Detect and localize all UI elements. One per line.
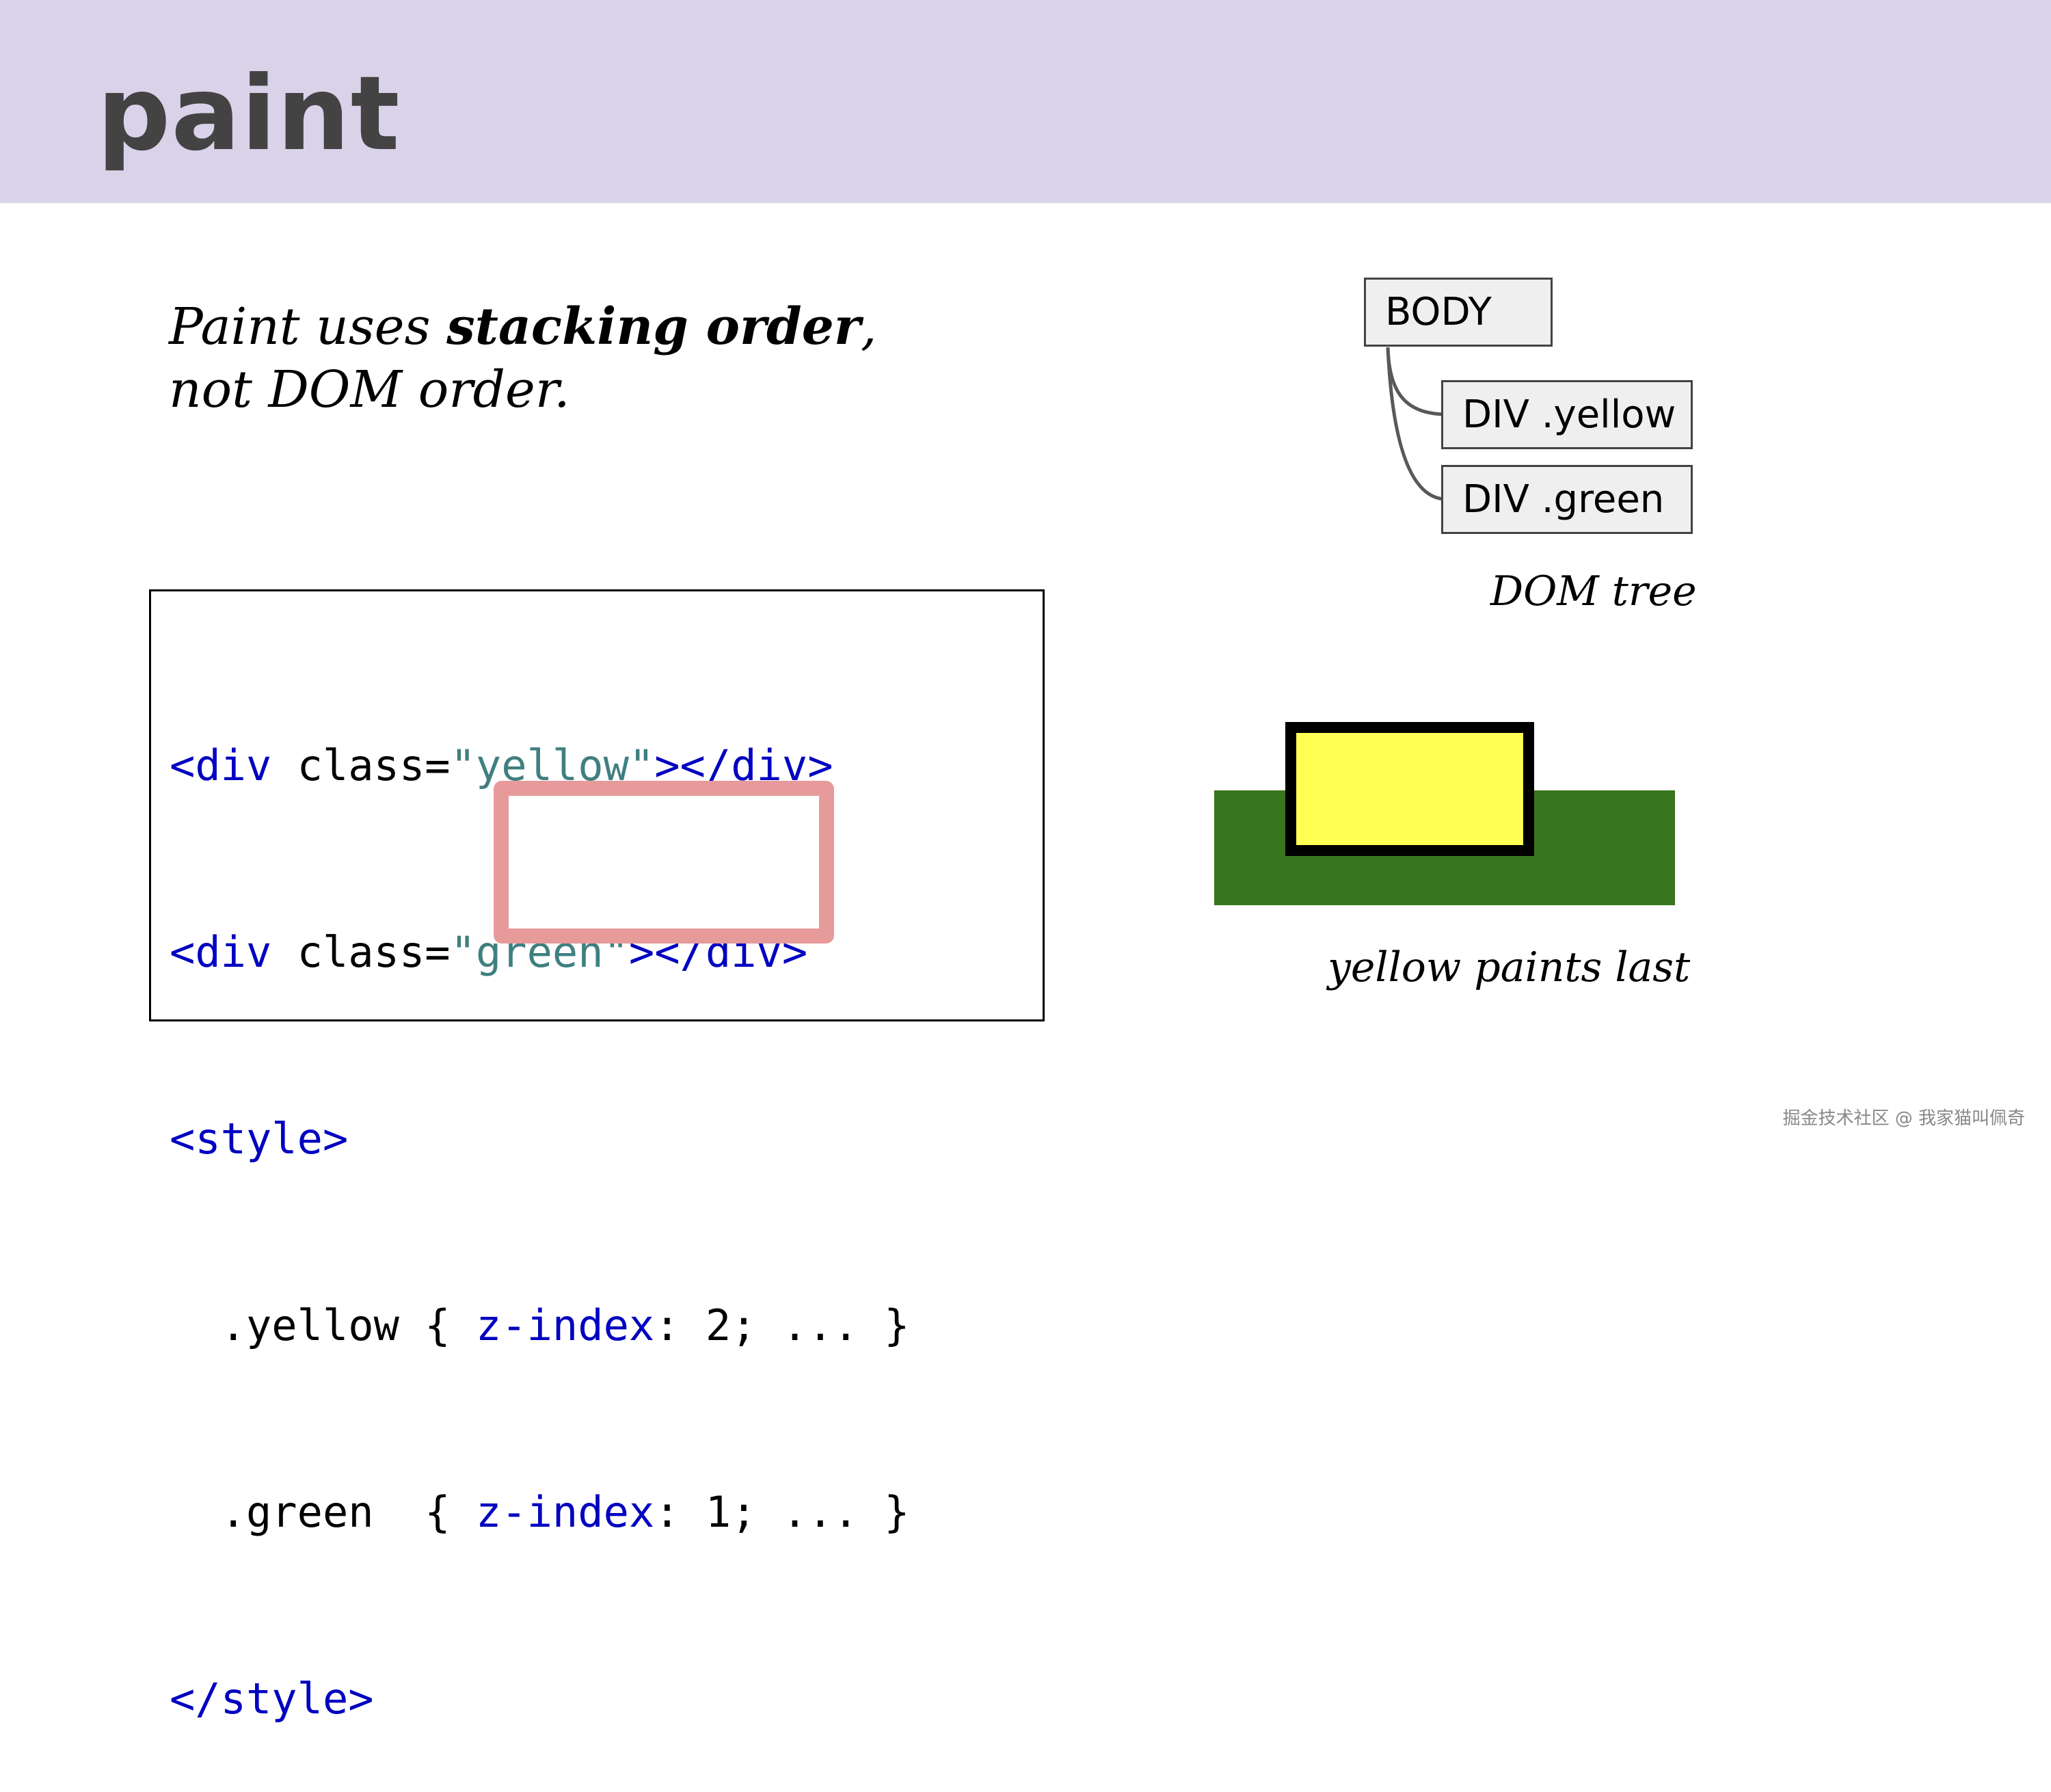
code-box bbox=[149, 589, 1045, 1021]
slide-title: paint bbox=[97, 55, 401, 174]
code-selector: .yellow { bbox=[170, 1300, 476, 1350]
slide-subtitle: Paint uses stacking order, not DOM order… bbox=[169, 295, 876, 421]
code-selector: .green { bbox=[170, 1487, 476, 1537]
connector-body-yellow bbox=[1386, 347, 1445, 416]
code-rest: : 1; ... } bbox=[654, 1487, 910, 1537]
render-caption: yellow paints last bbox=[1328, 944, 1691, 991]
subtitle-emphasis: stacking order bbox=[446, 297, 861, 356]
subtitle-line-2: not DOM order. bbox=[169, 360, 570, 419]
dom-tree-connectors bbox=[1386, 347, 1445, 501]
code-line-4: .yellow { z-index: 2; ... } bbox=[170, 1294, 910, 1356]
subtitle-line-1: Paint uses stacking order, bbox=[169, 295, 876, 358]
code-attr: class= bbox=[271, 927, 451, 977]
watermark: 掘金技术社区 @ 我家猫叫佩奇 bbox=[1782, 1108, 2025, 1129]
header-band: paint bbox=[0, 0, 2051, 203]
dom-node-body: BODY bbox=[1364, 278, 1553, 347]
yellow-box bbox=[1285, 722, 1534, 856]
subtitle-comma: , bbox=[860, 297, 877, 356]
code-line-6: </style> bbox=[170, 1674, 374, 1724]
code-attr: class= bbox=[271, 740, 451, 790]
code-tag: <div bbox=[170, 740, 272, 790]
code-property: z-index bbox=[475, 1300, 655, 1350]
subtitle-text: Paint uses bbox=[169, 297, 447, 356]
connector-body-green bbox=[1386, 347, 1445, 501]
dom-node-div-yellow: DIV .yellow bbox=[1441, 380, 1693, 449]
code-rest: : 2; ... } bbox=[654, 1300, 910, 1350]
dom-tree-caption: DOM tree bbox=[1490, 567, 1697, 615]
code-tag: <div bbox=[170, 927, 272, 977]
z-index-highlight bbox=[494, 781, 834, 944]
code-line-5: .green { z-index: 1; ... } bbox=[170, 1481, 910, 1543]
code-property: z-index bbox=[475, 1487, 655, 1537]
dom-node-div-green: DIV .green bbox=[1441, 465, 1693, 534]
